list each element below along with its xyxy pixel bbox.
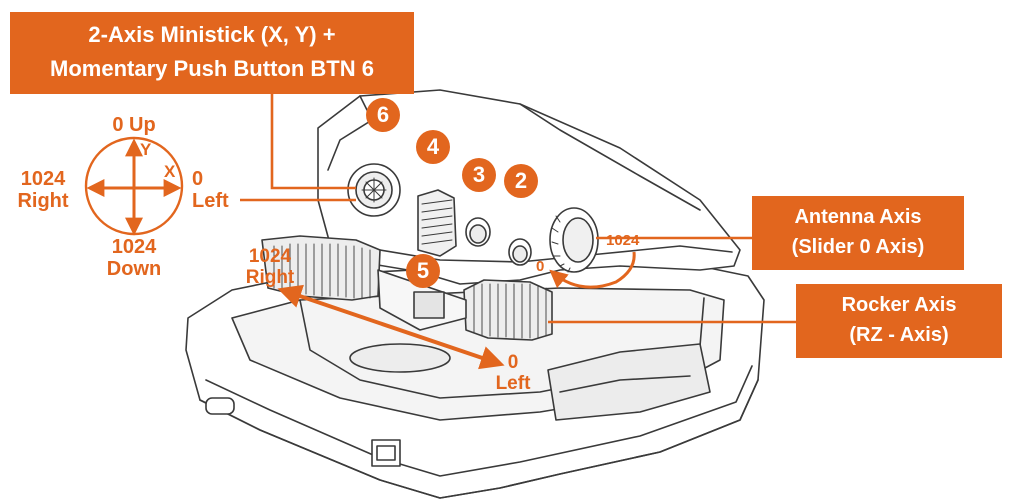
button-6-badge: 6: [366, 98, 400, 132]
compass-down-value: 1024: [111, 236, 157, 258]
compass-right-label: 1024 Right: [8, 168, 78, 212]
antenna-max-label: 1024: [606, 232, 640, 249]
rocker-left-label: 0 Left: [484, 352, 542, 394]
compass-down-word: Down: [106, 258, 162, 280]
rocker-label-line1: Rocker Axis: [841, 294, 957, 316]
rocker-right-value: 1024: [248, 246, 292, 267]
ministick-left-label: Left: [192, 190, 229, 212]
base-front-face: [199, 379, 759, 499]
antenna-label-box: Antenna Axis (Slider 0 Axis): [752, 196, 964, 270]
button-2-badge: 2: [504, 164, 538, 198]
antenna-label-line2: (Slider 0 Axis): [791, 236, 925, 258]
button-5-badge: 5: [406, 254, 440, 288]
rocker-label-box: Rocker Axis (RZ - Axis): [796, 284, 1002, 358]
compass-y-label: Y: [140, 140, 152, 159]
compass-left-value: 0: [192, 168, 204, 190]
antenna-zero-label: 0: [536, 258, 545, 275]
wheel-button-4: [417, 189, 457, 257]
rocker-label-line2: (RZ - Axis): [849, 324, 949, 346]
button-4-badge: 4: [416, 130, 450, 164]
rocker-right-label: 1024 Right: [236, 246, 304, 288]
compass-down-label: 1024 Down: [94, 236, 174, 280]
ministick-label-line2: Momentary Push Button BTN 6: [50, 56, 374, 81]
compass-up-label: 0 Up: [112, 114, 156, 136]
rocker-direction-arrow: [277, 284, 505, 370]
antenna-label-line1: Antenna Axis: [794, 206, 922, 228]
button-3-badge: 3: [462, 158, 496, 192]
antenna-rotation-arrow: [549, 251, 636, 289]
ministick-label-line1: 2-Axis Ministick (X, Y) +: [88, 22, 336, 47]
compass-right-value: 1024: [20, 168, 66, 190]
rocker-left-value: 0: [507, 352, 519, 373]
compass-x-label: X: [164, 162, 176, 181]
rocker-left-word: Left: [495, 373, 531, 394]
compass-right-word: Right: [17, 190, 69, 212]
usb-port: [205, 397, 235, 415]
rocker-right-word: Right: [245, 267, 295, 288]
ministick-leader: [270, 86, 356, 190]
ministick-label-box: 2-Axis Ministick (X, Y) + Momentary Push…: [10, 12, 414, 94]
